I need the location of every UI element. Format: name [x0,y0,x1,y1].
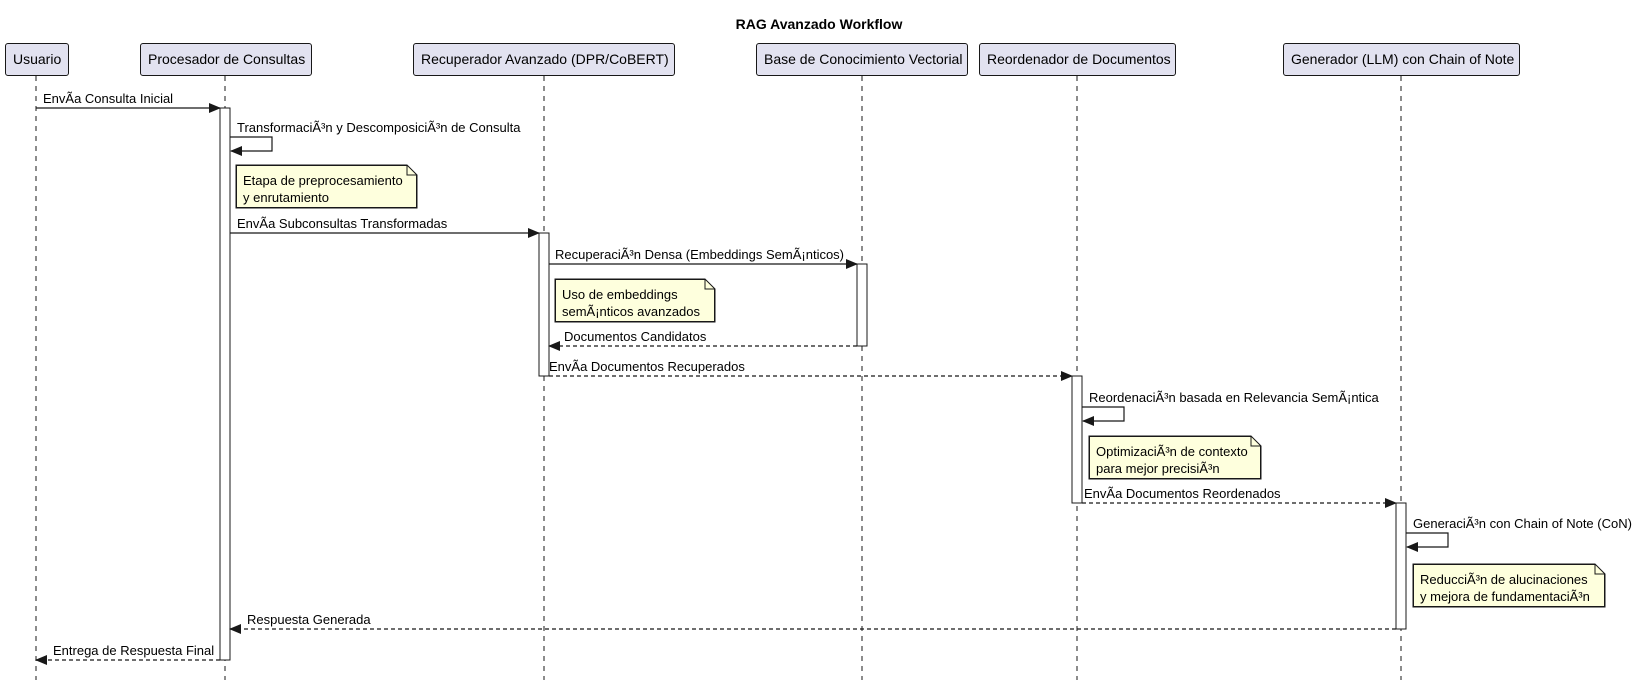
message-label: EnvÃ­a Documentos Reordenados [1084,486,1281,501]
message-label: Respuesta Generada [247,612,371,627]
message-label: EnvÃ­a Consulta Inicial [43,91,174,106]
activation-bar-procesador [219,107,231,661]
diagram-title: RAG Avanzado Workflow [735,16,903,32]
note-generador: ReducciÃ³n de alucinaciones y mejora de f… [1413,564,1605,607]
participant-procesador: Procesador de Consultas [140,43,312,76]
message-label: EnvÃ­a Documentos Recuperados [549,359,745,374]
participant-base: Base de Conocimiento Vectorial [756,43,968,76]
participant-reordenador: Reordenador de Documentos [979,43,1176,76]
note-reordenador: OptimizaciÃ³n de contexto para mejor prec… [1089,436,1261,479]
participant-generador: Generador (LLM) con Chain of Note [1283,43,1520,76]
message-label: EnvÃ­a Subconsultas Transformadas [237,216,448,231]
participant-recuperador: Recuperador Avanzado (DPR/CoBERT) [413,43,675,76]
message-label: Entrega de Respuesta Final [53,643,215,658]
message-label: RecuperaciÃ³n Densa (Embeddings SemÃ¡nti… [555,247,845,262]
note-text-line: semÃ¡nticos avanzados [562,304,701,319]
message-arrow-6 [1082,406,1125,426]
note-text-line: y enrutamiento [243,190,329,205]
message-arrow-1 [230,136,273,156]
activation-bar-base [856,263,868,347]
participant-usuario: Usuario [5,43,69,76]
note-text-line: ReducciÃ³n de alucinaciones [1420,572,1588,587]
message-label: GeneraciÃ³n con Chain of Note (CoN) [1413,516,1632,531]
note-text-line: Uso de embeddings [562,287,678,302]
activation-bar-recuperador [538,232,550,377]
note-text-line: para mejor precisiÃ³n [1096,461,1220,476]
note-text-line: OptimizaciÃ³n de contexto [1096,444,1248,459]
activation-bar-generador [1395,502,1407,630]
message-arrow-8 [1406,532,1449,552]
note-text-line: Etapa de preprocesamiento [243,173,403,188]
message-label: Documentos Candidatos [564,329,707,344]
note-procesador: Etapa de preprocesamiento y enrutamiento [236,165,417,208]
note-recuperador: Uso de embeddings semÃ¡nticos avanzados [555,279,715,322]
note-text-line: y mejora de fundamentaciÃ³n [1420,589,1590,604]
message-label: ReordenaciÃ³n basada en Relevancia SemÃ¡… [1089,390,1379,405]
message-label: TransformaciÃ³n y DescomposiciÃ³n de Con… [237,120,521,135]
activation-bar-reordenador [1071,375,1083,504]
